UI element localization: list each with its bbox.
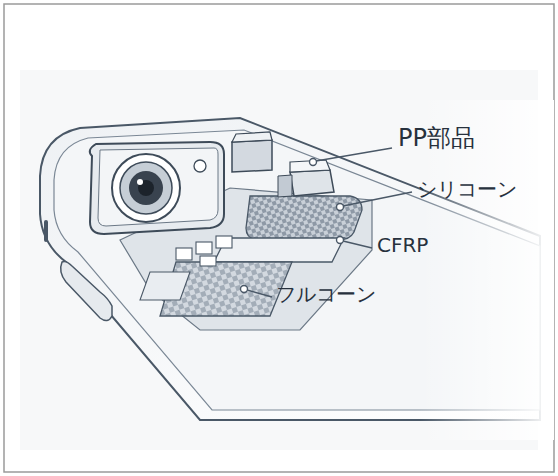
leader-lines xyxy=(241,148,413,297)
part-label: CFRP xyxy=(377,234,428,257)
part-label: シリコーン xyxy=(417,178,517,201)
part-label: PP部品 xyxy=(398,125,475,153)
part-label: フルコーン xyxy=(276,283,376,306)
